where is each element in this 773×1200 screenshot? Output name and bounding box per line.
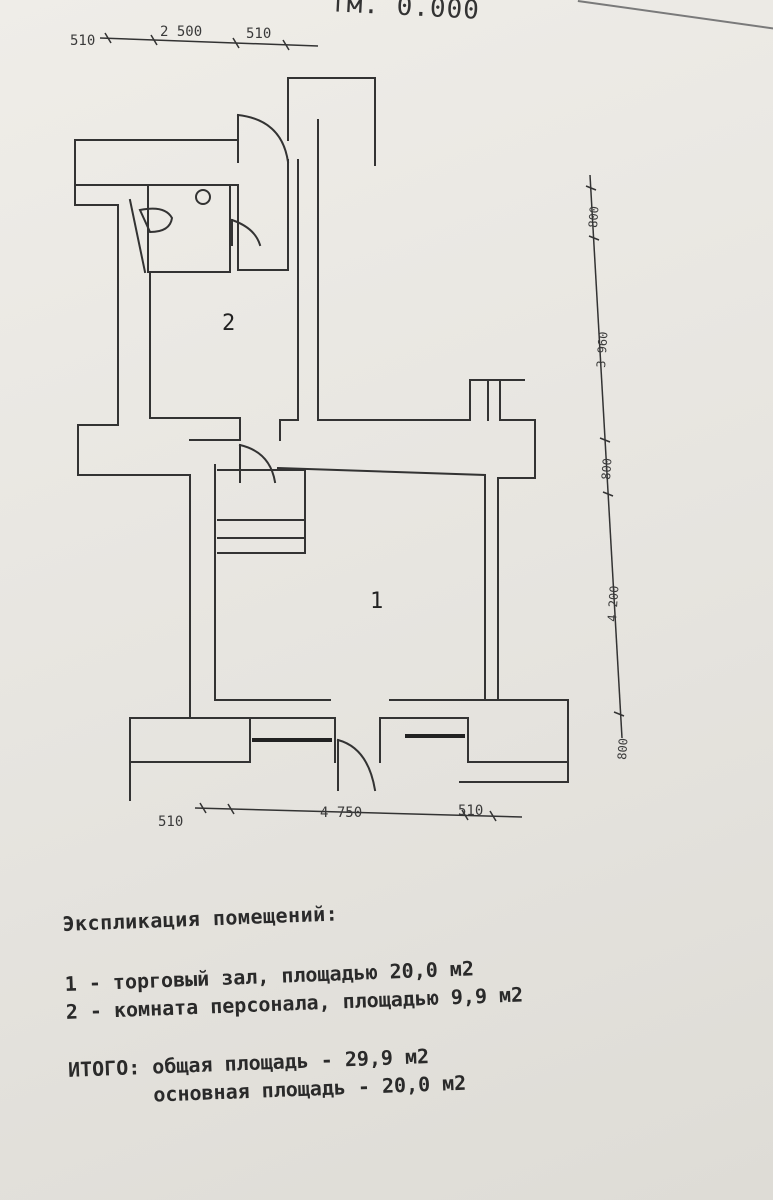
wall [287,77,376,166]
wall [317,119,471,421]
dim-bottom-right: 510 [458,803,483,819]
sink [195,189,211,205]
dim-right-2: 3 960 [594,331,610,368]
wall [149,271,241,441]
wall [147,184,231,273]
dim-top-left: 510 [70,33,95,49]
wall [379,717,569,763]
dim-top-right: 510 [246,26,271,42]
dim-line-right [589,174,623,739]
dim-bottom-mid: 4 750 [320,805,362,821]
room-number-2: 2 [222,311,235,336]
dim-right-3: 800 [599,458,614,481]
dim-bottom-left: 510 [158,814,183,830]
wall [128,198,147,274]
wall [214,464,251,701]
door-swing [336,738,377,792]
wall [459,379,569,783]
wall [237,159,289,271]
wall [74,139,191,801]
toilet [138,207,174,234]
door-swing [238,443,277,484]
dim-right-4: 4 200 [605,585,621,622]
dim-line-top [99,37,319,47]
room-explication: Экспликация помещений: 1 - торговый зал,… [62,886,759,1110]
room-number-1: 1 [370,589,383,614]
wall [279,159,299,441]
floor-plan: 510 2 500 510 510 4 750 510 800 3 960 80… [70,24,631,830]
stair [217,469,306,554]
dim-right-1: 800 [586,206,601,229]
wall [276,466,486,701]
dim-line-bottom [194,807,523,818]
door-swing [236,113,290,164]
dim-right-5: 800 [615,738,630,761]
dim-top-mid: 2 500 [160,24,202,40]
door-swing [230,218,262,247]
